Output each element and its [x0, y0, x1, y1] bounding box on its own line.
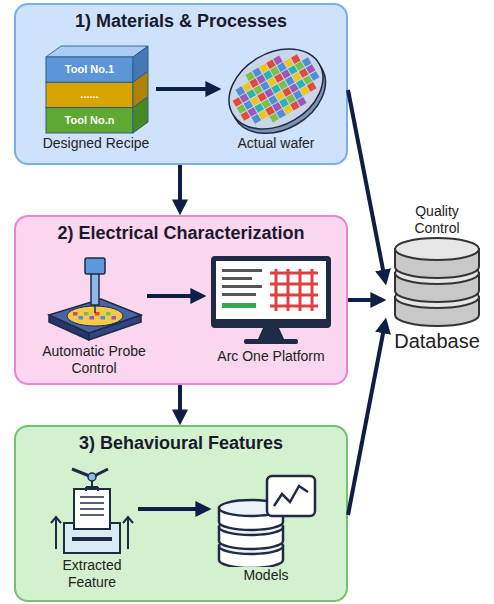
recipe-layer [46, 82, 133, 107]
layer-label: Tool No.1 [46, 57, 133, 82]
stage-wafer [67, 306, 123, 326]
flow-arrow [156, 87, 207, 91]
monitor-screen [216, 261, 326, 319]
process-node: Arc One Platform [206, 253, 336, 365]
probe-icon [41, 253, 147, 343]
grid-line [270, 305, 318, 308]
models-icon [211, 472, 321, 567]
monitor-frame [211, 256, 331, 328]
flow-arrow [348, 332, 383, 515]
stage-panel: 3) Behavioural FeaturesExtracted Feature… [14, 425, 348, 602]
process-node: Automatic Probe Control [41, 253, 147, 377]
feature-icon [46, 465, 138, 557]
die-cell [297, 97, 307, 107]
process-node: Extracted Feature [46, 465, 138, 591]
stage-panel: 1) Materials & ProcessesTool No.1......T… [14, 3, 348, 165]
icon-caption: Models [211, 567, 321, 584]
die-cell [106, 312, 111, 316]
arm-gripper [86, 481, 98, 491]
layer-label: Tool No.n [46, 108, 133, 133]
die-cell [112, 316, 117, 320]
process-node: Models [211, 472, 321, 584]
up-arrow [123, 517, 133, 549]
monitor-icon [206, 253, 336, 348]
icon-holder [206, 253, 336, 348]
stack-top [46, 46, 148, 57]
feature-document [74, 489, 110, 529]
icon-holder [386, 237, 488, 329]
flow-arrow [178, 385, 182, 411]
icon-holder: Tool No.1......Tool No.n [36, 45, 156, 135]
die-cell [101, 316, 106, 320]
flow-arrow [147, 294, 192, 298]
monitor-neck [258, 328, 284, 339]
document-line [80, 514, 104, 516]
process-node: Quality ControlDatabase [386, 203, 488, 353]
die-cell [84, 312, 89, 316]
process-node: Tool No.1......Tool No.nDesigned Recipe [36, 45, 156, 152]
text-line [222, 269, 262, 272]
probe-needle [94, 305, 96, 313]
document-line [80, 496, 104, 498]
icon-caption: Actual wafer [221, 135, 331, 152]
icon-holder [211, 472, 321, 567]
icon-caption: Arc One Platform [206, 348, 336, 365]
recipe-layer-side [133, 97, 148, 133]
recipe-layer [46, 57, 133, 82]
flow-arrow [348, 298, 372, 302]
panel-title: 1) Materials & Processes [16, 5, 346, 33]
wafer-icon [221, 45, 331, 135]
wafer-disc [221, 45, 331, 135]
chart-line [274, 486, 308, 506]
db-label: Database [386, 329, 488, 353]
monitor-base [244, 339, 298, 344]
icon-caption: Automatic Probe Control [41, 343, 147, 377]
flow-arrow [138, 507, 197, 511]
layer-label: ...... [46, 82, 133, 107]
process-node: Actual wafer [221, 45, 331, 152]
stage-panel: 2) Electrical CharacterizationAutomatic … [14, 215, 348, 385]
recipe-layer [46, 108, 133, 133]
wafer-group [221, 45, 331, 135]
document-line [80, 502, 104, 504]
panel-title: 3) Behavioural Features [16, 427, 346, 455]
probe-column [91, 273, 99, 305]
icon-holder [221, 45, 331, 135]
text-line [222, 285, 262, 288]
die-cell [310, 71, 320, 81]
chart-screen [267, 476, 315, 516]
db-icon [386, 237, 488, 329]
flow-arrow [348, 90, 383, 271]
status-bar [222, 303, 256, 308]
die-cell [307, 82, 317, 92]
icon-holder [46, 465, 138, 557]
panel-title: 2) Electrical Characterization [16, 217, 346, 245]
disk-top [395, 238, 479, 260]
text-line [222, 293, 256, 296]
icon-caption: Extracted Feature [46, 557, 138, 591]
die-cell [79, 316, 84, 320]
icon-holder [41, 253, 147, 343]
die-cell [90, 316, 95, 320]
text-line [222, 277, 252, 280]
arm-joint [88, 473, 96, 481]
icon-caption: Designed Recipe [36, 135, 156, 152]
probe-head [85, 258, 105, 274]
document-line [80, 508, 104, 510]
flow-arrow [178, 165, 182, 201]
db-label: Quality Control [400, 203, 474, 237]
up-arrow [51, 517, 61, 549]
die-cell [73, 312, 78, 316]
box-slot [72, 537, 112, 541]
